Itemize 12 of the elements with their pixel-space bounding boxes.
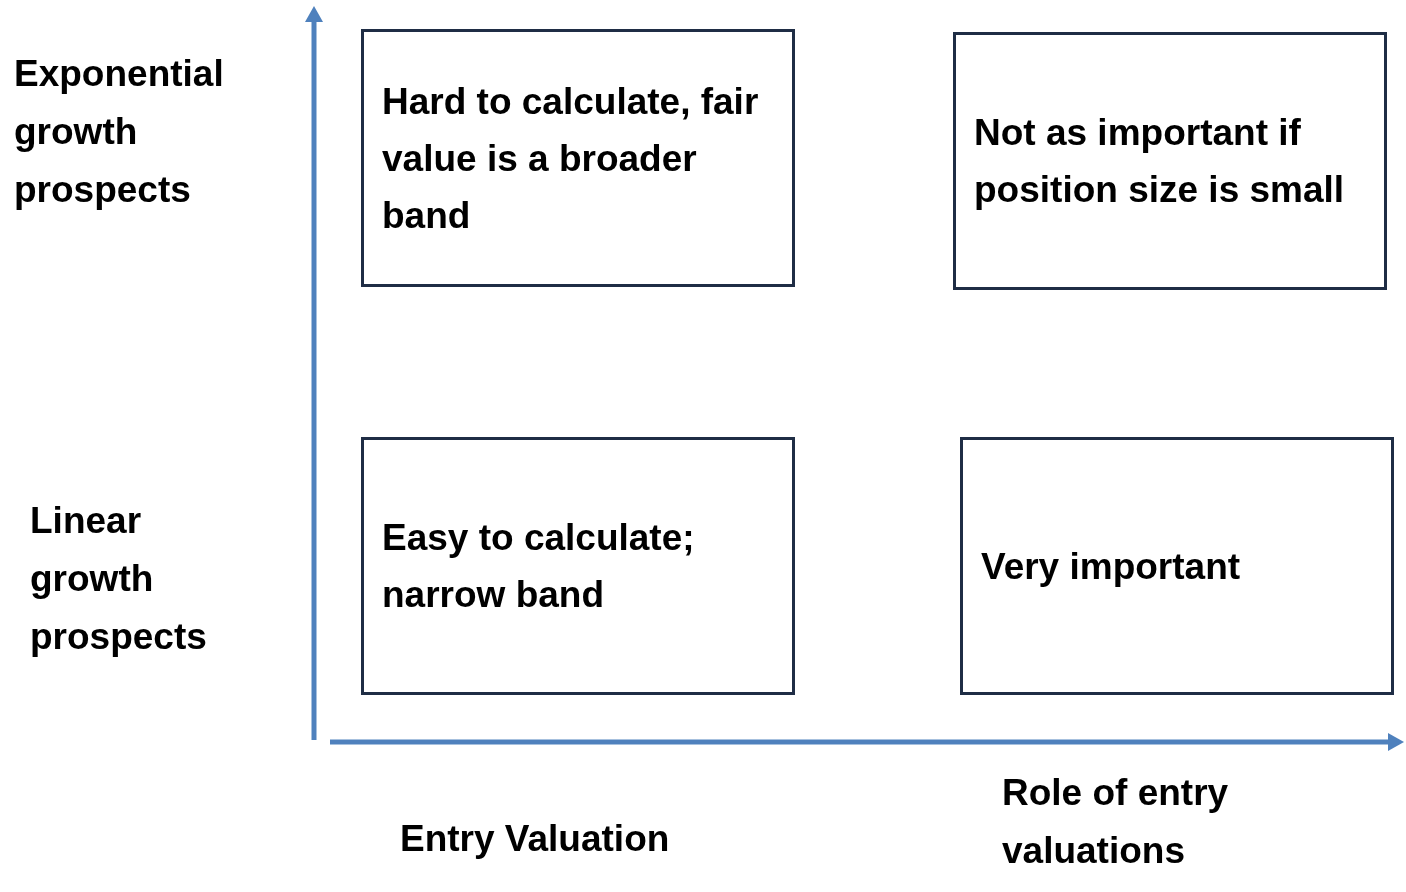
axis-label: Exponential growth prospects bbox=[14, 52, 225, 212]
quadrant-box bbox=[953, 32, 1387, 290]
quadrant-box bbox=[361, 29, 795, 287]
quadrant-text: Easy to calculate; narrow band bbox=[382, 516, 696, 617]
quadrant-text: Hard to calculate, fair value is a broader band bbox=[382, 79, 760, 238]
axis-label: Linear growth prospects bbox=[30, 499, 208, 659]
axis-label: Entry Valuation bbox=[400, 817, 671, 861]
quadrant-text: Very important bbox=[981, 544, 1241, 589]
quadrant-box bbox=[960, 437, 1394, 695]
axis-label: Role of entry valuations bbox=[1002, 771, 1230, 873]
quadrant-text: Not as important if position size is small bbox=[974, 111, 1346, 212]
quadrant-box bbox=[361, 437, 795, 695]
